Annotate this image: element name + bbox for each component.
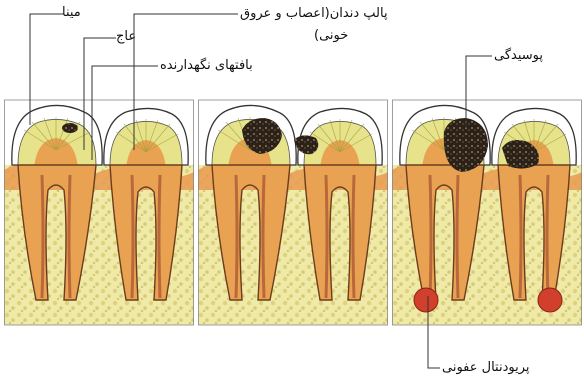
panel-stage-2: [198, 100, 388, 325]
label-enamel: مینا: [62, 5, 81, 21]
label-pulp-line2: خونی): [314, 28, 348, 44]
abscess-left: [414, 288, 438, 312]
label-decay: پوسیدگی: [494, 48, 543, 64]
label-pulp-line1: پالپ دندان(اعصاب و عروق: [240, 6, 388, 22]
label-abscess: پریودنتال عفونی: [442, 360, 530, 376]
panel-stage-3: [392, 100, 582, 325]
label-dentin: عاج: [116, 29, 136, 45]
abscess-right: [538, 288, 562, 312]
label-supporting-tissue: بافتهای نگهدارنده: [160, 58, 253, 74]
panel-stage-1: [4, 100, 194, 325]
decay-spot-small: [62, 123, 78, 133]
